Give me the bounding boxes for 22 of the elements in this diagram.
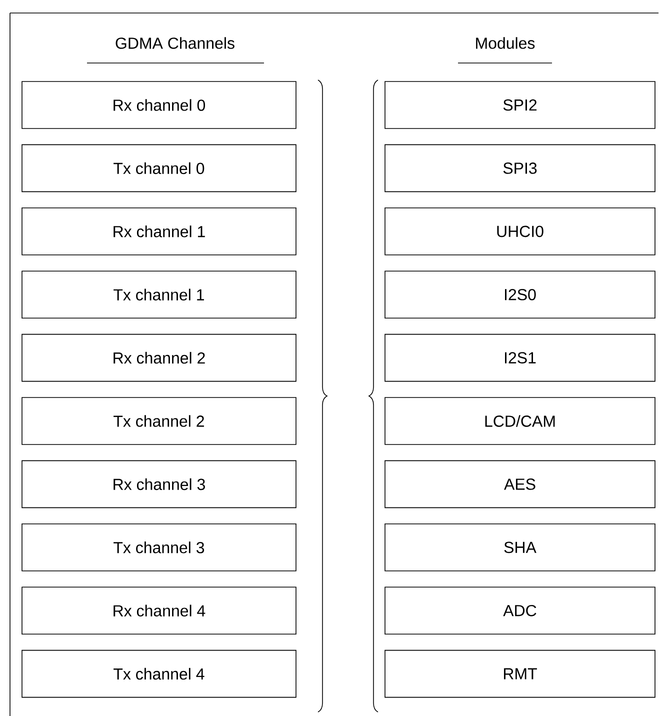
module-box: I2S0 xyxy=(384,270,656,318)
channel-box: Tx channel 4 xyxy=(22,650,296,698)
column-heading: Modules xyxy=(476,37,535,49)
channel-box: Rx channel 1 xyxy=(22,208,296,256)
channel-box: Rx channel 2 xyxy=(22,334,296,382)
module-box: AES xyxy=(384,460,656,508)
channel-box: Rx channel 4 xyxy=(22,586,296,634)
module-box: SPI2 xyxy=(384,81,656,129)
module-box: I2S1 xyxy=(384,334,656,382)
module-box: SHA xyxy=(384,524,656,572)
column-heading: GDMA Channels xyxy=(116,37,234,49)
module-box: ADC xyxy=(384,586,656,634)
channel-box: Tx channel 3 xyxy=(22,524,296,572)
module-box: RMT xyxy=(384,650,656,698)
channel-box: Rx channel 0 xyxy=(22,81,296,129)
module-box: LCD/CAM xyxy=(384,397,656,445)
channel-box: Tx channel 1 xyxy=(22,270,296,318)
module-box: UHCI0 xyxy=(384,208,656,256)
channel-box: Tx channel 0 xyxy=(22,144,296,192)
channel-box: Tx channel 2 xyxy=(22,397,296,445)
module-box: SPI3 xyxy=(384,144,656,192)
channel-box: Rx channel 3 xyxy=(22,460,296,508)
